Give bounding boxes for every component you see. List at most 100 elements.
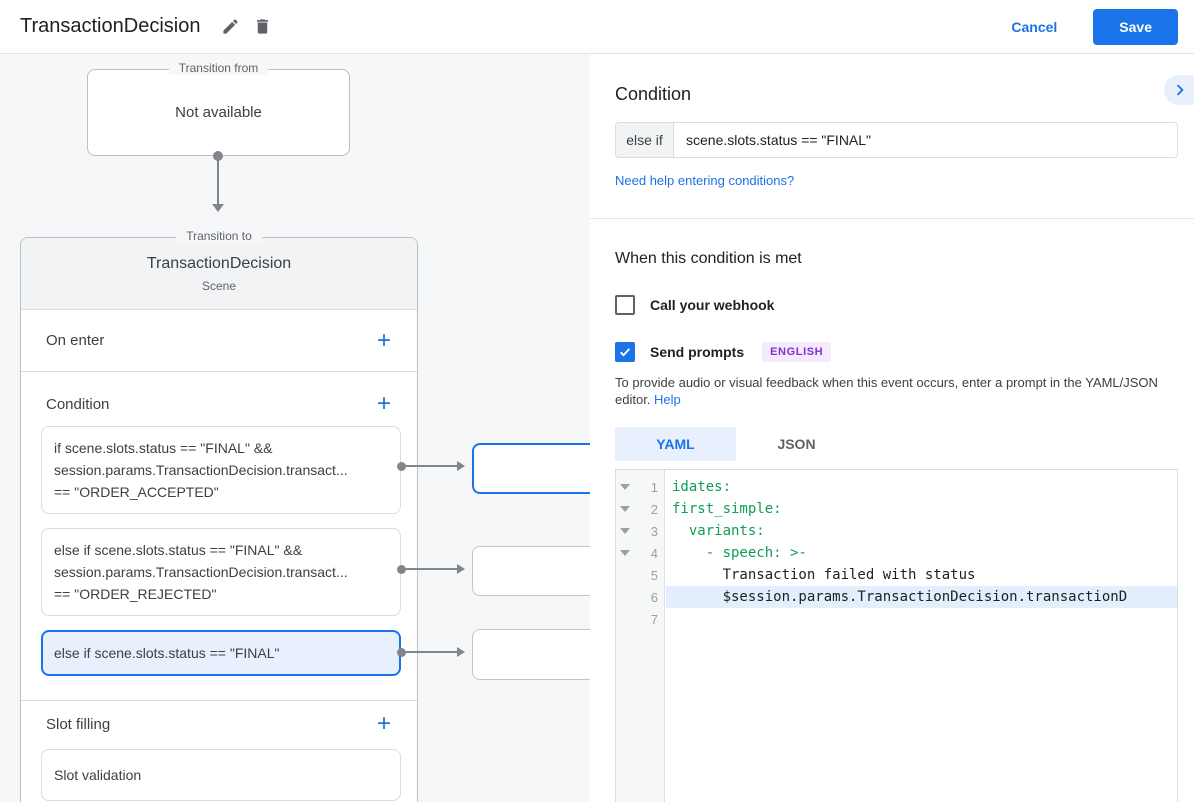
arrow-dot (397, 647, 406, 657)
arrow-head-icon (457, 564, 465, 574)
code-line: 2 first_simple: (616, 498, 1177, 520)
arrow-head-icon (457, 647, 465, 657)
slot-validation-label: Slot validation (54, 767, 142, 783)
condition-line: == "ORDER_REJECTED" (54, 586, 217, 602)
code-text: $session.params.TransactionDecision.tran… (666, 586, 1177, 608)
page-title: TransactionDecision (20, 15, 201, 37)
tab-yaml[interactable]: YAML (615, 427, 736, 461)
on-enter-label: On enter (46, 332, 105, 349)
scene-card-title: TransactionDecision (146, 254, 292, 272)
collapse-panel-button[interactable] (1164, 75, 1194, 105)
condition-line: if scene.slots.status == "FINAL" && (54, 440, 273, 456)
code-text: first_simple: (672, 501, 782, 517)
checkmark-icon (619, 348, 631, 357)
slot-validation-item[interactable]: Slot validation (41, 749, 401, 801)
condition-help-link[interactable]: Need help entering conditions? (615, 173, 795, 188)
webhook-checkbox[interactable] (615, 295, 635, 315)
code-text: variants: (672, 523, 765, 539)
line-number: 3 (650, 523, 658, 539)
code-line: 1 idates: (616, 476, 1177, 498)
code-text (666, 608, 1177, 630)
save-button[interactable]: Save (1093, 8, 1178, 45)
condition-line: else if scene.slots.status == "FINAL" && (54, 542, 303, 558)
fold-arrow-icon (619, 484, 630, 490)
add-condition-button[interactable]: + (376, 390, 391, 417)
code-line-highlighted: 6 $session.params.TransactionDecision.tr… (616, 586, 1177, 608)
condition-expression-input[interactable] (674, 123, 1177, 157)
fold-toggle[interactable] (616, 506, 633, 512)
add-slot-button[interactable]: + (376, 710, 391, 737)
main-content: Transition from Not available Transition… (0, 54, 1194, 802)
code-text: idates: (672, 479, 732, 495)
add-on-enter-button[interactable]: + (376, 326, 391, 354)
condition-arrow-3 (397, 647, 465, 657)
condition-line: session.params.TransactionDecision.trans… (54, 564, 348, 580)
top-bar: TransactionDecision Cancel Save (0, 0, 1194, 54)
prompt-hint-text: To provide audio or visual feedback when… (615, 374, 1177, 408)
webhook-label[interactable]: Call your webhook (650, 297, 775, 313)
condition-prefix: else if (616, 123, 674, 157)
hint-text: To provide audio or visual feedback when… (615, 375, 1158, 407)
arrow-line (406, 651, 457, 653)
scene-diagram-panel: Transition from Not available Transition… (0, 54, 590, 802)
condition-line: session.params.TransactionDecision.trans… (54, 462, 348, 478)
panel-title: Condition (615, 84, 692, 104)
transition-from-value: Not available (175, 104, 262, 121)
line-number: 4 (650, 545, 658, 561)
arrow-line (406, 465, 457, 467)
condition-section-label: Condition (46, 395, 110, 413)
fold-arrow-icon (619, 528, 630, 534)
condition-section-header: Condition + (21, 384, 417, 424)
scene-card-subtitle: Scene (201, 278, 237, 293)
edit-scene-button[interactable] (214, 11, 246, 43)
delete-scene-button[interactable] (246, 11, 278, 43)
fold-arrow-icon (619, 550, 630, 556)
condition-arrow-1 (397, 461, 465, 471)
transition-to-card: Transition to TransactionDecision Scene … (20, 229, 418, 802)
condition-item-order-rejected[interactable]: else if scene.slots.status == "FINAL" &&… (41, 528, 401, 616)
transition-from-box: Transition from Not available (87, 61, 350, 156)
condition-detail-panel: Condition else if Need help entering con… (590, 54, 1194, 802)
cancel-button[interactable]: Cancel (1011, 18, 1058, 35)
fold-arrow-icon (619, 506, 630, 512)
target-node-1[interactable] (472, 443, 590, 494)
code-line: 7 (616, 608, 1177, 630)
condition-line: else if scene.slots.status == "FINAL" (54, 645, 280, 661)
condition-item-final-selected[interactable]: else if scene.slots.status == "FINAL" (41, 630, 401, 676)
arrow-line (406, 568, 457, 570)
arrow-head-icon (457, 461, 465, 471)
when-condition-title: When this condition is met (615, 250, 802, 267)
send-prompts-checkbox[interactable] (615, 342, 635, 362)
line-number: 1 (650, 479, 658, 495)
arrow-dot (397, 461, 406, 471)
language-badge: ENGLISH (762, 342, 832, 362)
fold-toggle[interactable] (616, 550, 633, 556)
condition-met-section: When this condition is met Call your web… (590, 219, 1194, 802)
condition-item-order-accepted[interactable]: if scene.slots.status == "FINAL" && sess… (41, 426, 401, 514)
send-prompts-label[interactable]: Send prompts (650, 344, 745, 360)
on-enter-section: On enter + (21, 310, 417, 372)
line-number: 2 (650, 501, 658, 517)
scene-card-header: TransactionDecision Scene (21, 238, 417, 310)
yaml-code-editor[interactable]: 1 idates: 2 first_simple: 3 variants: 4 (615, 469, 1178, 802)
condition-line: == "ORDER_ACCEPTED" (54, 484, 219, 500)
condition-arrow-2 (397, 564, 465, 574)
fold-toggle[interactable] (616, 528, 633, 534)
hint-help-link[interactable]: Help (654, 392, 681, 407)
fold-toggle[interactable] (616, 484, 633, 490)
tab-json[interactable]: JSON (777, 436, 816, 452)
condition-expression-row: else if (615, 122, 1178, 158)
line-number: 5 (650, 567, 658, 583)
target-node-2[interactable] (472, 546, 590, 596)
section-divider (21, 700, 417, 701)
connector-dot (213, 151, 223, 161)
transition-to-legend: Transition to (176, 229, 262, 243)
trash-icon (256, 19, 268, 34)
chevron-right-icon (1176, 84, 1184, 96)
send-prompts-row: Send prompts ENGLISH (615, 342, 1178, 362)
arrow-dot (397, 564, 406, 574)
connector-line (217, 157, 219, 204)
webhook-row: Call your webhook (615, 295, 1178, 315)
line-number: 7 (650, 611, 658, 627)
target-node-3[interactable] (472, 629, 590, 680)
